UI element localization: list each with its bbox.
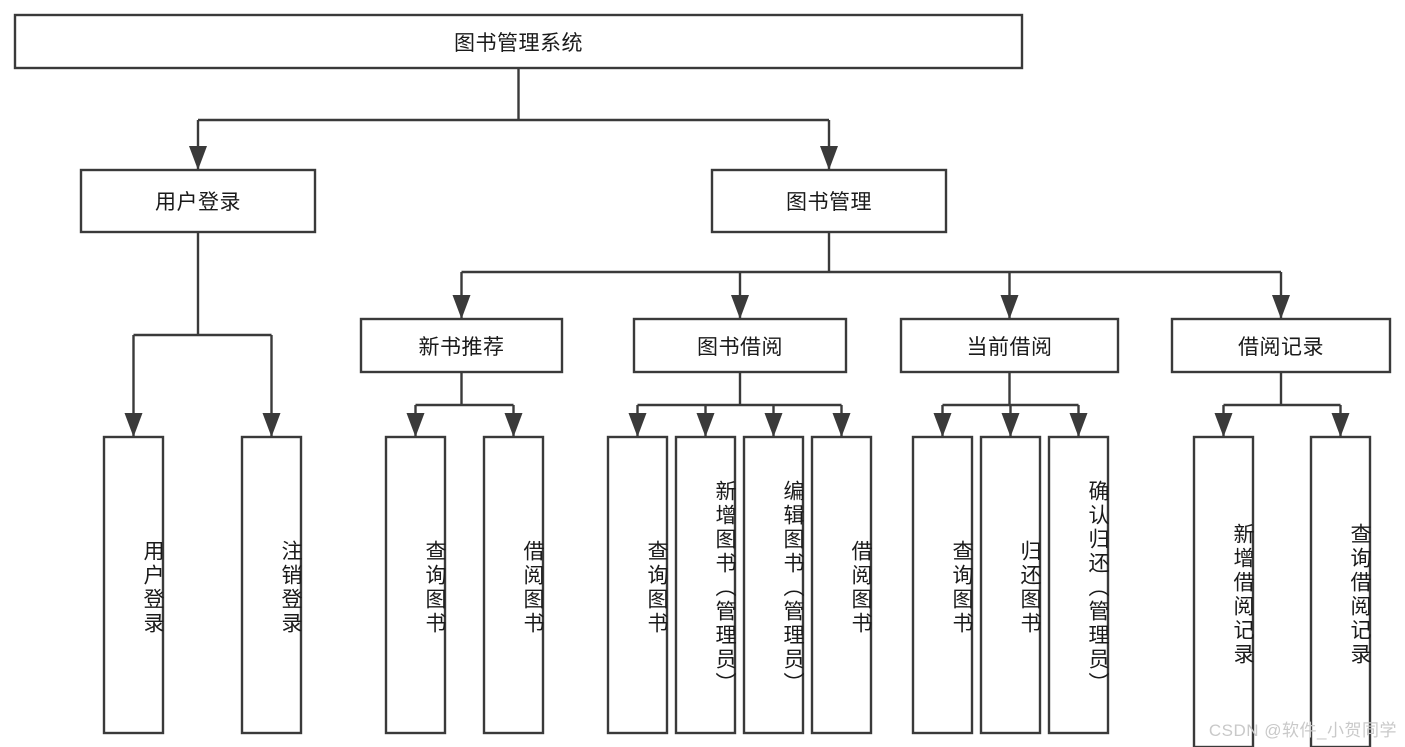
arrow-head-leaf-add-borrow-record (1214, 413, 1233, 437)
arrow-head-user-login (189, 146, 207, 170)
node-box-book-management[interactable] (710, 168, 948, 234)
watermark-text: CSDN @软件_小贺同学 (1208, 721, 1397, 740)
connector-layer (124, 68, 1350, 437)
arrow-head-leaf-borrow-book-recommend (504, 413, 523, 437)
node-box-leaf-return-book[interactable] (979, 435, 1042, 735)
node-box-leaf-query-book[interactable] (606, 435, 669, 735)
arrow-head-leaf-confirm-return-admin (1069, 413, 1088, 437)
node-box-book-borrow[interactable] (632, 317, 848, 374)
node-box-user-login[interactable] (79, 168, 317, 234)
node-box-leaf-user-login[interactable] (102, 435, 165, 735)
arrow-head-current-borrow (1000, 295, 1019, 319)
node-box-leaf-add-book-admin[interactable] (674, 435, 737, 735)
node-box-leaf-borrow-book-recommend[interactable] (482, 435, 545, 735)
node-box-leaf-add-borrow-record[interactable] (1192, 435, 1255, 747)
arrow-head-book-management (820, 146, 838, 170)
node-box-leaf-query-borrow-record[interactable] (1309, 435, 1372, 747)
node-box-leaf-query-book-current[interactable] (911, 435, 974, 735)
arrow-head-leaf-user-login (124, 413, 143, 437)
node-box-new-book-recommend[interactable] (359, 317, 564, 374)
arrow-head-leaf-query-book-recommend (406, 413, 425, 437)
node-box-leaf-user-logout[interactable] (240, 435, 303, 735)
arrow-head-leaf-borrow-book (832, 413, 851, 437)
arrow-head-leaf-edit-book-admin (764, 413, 783, 437)
arrow-head-leaf-query-book (628, 413, 647, 437)
arrow-head-new-book-recommend (452, 295, 471, 319)
node-box-leaf-borrow-book[interactable] (810, 435, 873, 735)
arrow-head-leaf-return-book (1001, 413, 1020, 437)
arrow-head-leaf-add-book-admin (696, 413, 715, 437)
arrow-head-leaf-query-book-current (933, 413, 952, 437)
arrow-head-leaf-query-borrow-record (1331, 413, 1350, 437)
node-box-borrow-record[interactable] (1170, 317, 1392, 374)
node-box-current-borrow[interactable] (899, 317, 1120, 374)
arrow-head-borrow-record (1272, 295, 1290, 319)
node-box-leaf-edit-book-admin[interactable] (742, 435, 805, 735)
node-box-root[interactable] (13, 13, 1024, 70)
node-box-leaf-confirm-return-admin[interactable] (1047, 435, 1110, 735)
node-box-layer (13, 13, 1392, 747)
arrow-head-leaf-user-logout (262, 413, 281, 437)
node-box-leaf-query-book-recommend[interactable] (384, 435, 447, 735)
arrow-head-book-borrow (731, 295, 749, 319)
